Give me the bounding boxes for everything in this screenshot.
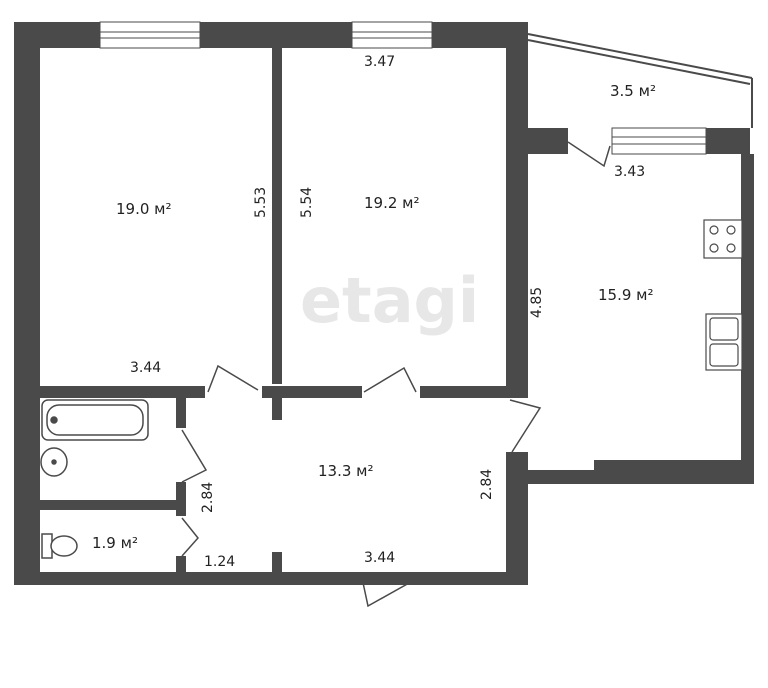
window-bedroom-left xyxy=(99,21,201,49)
window-bedroom-right xyxy=(351,21,433,49)
windows xyxy=(99,21,707,155)
door-kitchen xyxy=(509,399,542,453)
dim-kitchen-height: 4.85 xyxy=(529,287,545,318)
dim-hallway-right: 2.84 xyxy=(479,469,495,500)
stove xyxy=(703,219,743,259)
door-bedroom-left xyxy=(207,364,259,393)
dim-bedroom-right-width: 3.47 xyxy=(364,54,395,70)
doors xyxy=(181,141,611,608)
window-kitchen xyxy=(611,127,707,155)
dim-bedroom-left-height: 5.53 xyxy=(253,187,269,218)
dim-bedroom-right-height: 5.54 xyxy=(299,187,315,218)
room-area-toilet: 1.9 м² xyxy=(92,534,138,552)
door-balcony xyxy=(567,141,611,168)
room-area-bedroom-right: 19.2 м² xyxy=(364,194,420,212)
kitchen-sink xyxy=(705,313,743,371)
toilet-fixture xyxy=(41,533,78,559)
room-area-bedroom-left: 19.0 м² xyxy=(116,200,172,218)
room-area-hallway: 13.3 м² xyxy=(318,462,374,480)
room-area-balcony: 3.5 м² xyxy=(610,82,656,100)
dim-bedroom-left-width: 3.44 xyxy=(130,360,161,376)
balcony-outline xyxy=(527,33,753,128)
door-bedroom-right xyxy=(363,366,417,393)
walls xyxy=(14,22,754,585)
dim-toilet-width: 1.24 xyxy=(204,554,235,570)
dim-hallway-left: 2.84 xyxy=(200,482,216,513)
door-bathroom xyxy=(181,429,208,483)
bathtub xyxy=(41,399,149,441)
room-area-kitchen: 15.9 м² xyxy=(598,286,654,304)
door-entrance xyxy=(361,577,419,608)
dim-kitchen-width: 3.43 xyxy=(614,164,645,180)
door-toilet xyxy=(181,517,199,557)
sink xyxy=(40,447,68,477)
dim-hallway-bottom: 3.44 xyxy=(364,550,395,566)
watermark-logo: etagi xyxy=(300,264,479,337)
